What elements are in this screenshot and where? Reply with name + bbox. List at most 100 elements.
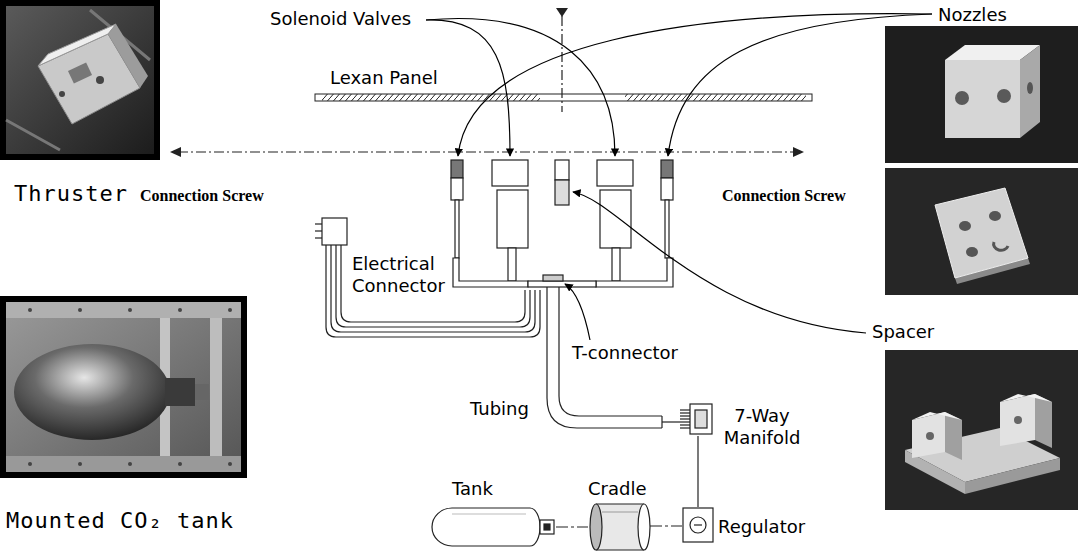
- co2-tank-photo: [78, 308, 82, 312]
- thruster-assembly: [451, 160, 673, 287]
- tank-symbol: [452, 513, 526, 514]
- thruster-photo: [6, 10, 150, 150]
- co2-tank-photo: [14, 344, 170, 440]
- spacer-bracket-render: [1014, 416, 1022, 424]
- cradle-symbol: [638, 504, 650, 550]
- regulator-symbol: [694, 524, 702, 525]
- spacer-bracket-render: [926, 432, 934, 440]
- lexan-panel: [315, 94, 812, 101]
- center-lines: [561, 16, 562, 112]
- electrical-connector: [315, 237, 322, 238]
- spacer-plate-render: [959, 221, 971, 231]
- part-label: Lexan Panel: [330, 67, 438, 89]
- screw-label: Connection Screw: [722, 186, 846, 205]
- node-label: Cradle: [588, 478, 647, 500]
- photo-caption: Thruster: [14, 181, 128, 207]
- co2-tank-photo: [6, 302, 241, 472]
- center-line-arrows: [170, 8, 804, 157]
- electrical-wires: [326, 245, 540, 337]
- manifold-symbol: [680, 421, 690, 422]
- thruster-assembly: [596, 258, 673, 287]
- nozzle-block-render: [955, 91, 969, 105]
- center-link: [556, 526, 588, 527]
- co2-tank-photo: [210, 318, 222, 456]
- spacer-plate-render: [885, 168, 1078, 295]
- spacer-bracket-render: [1035, 394, 1052, 448]
- electrical-connector: [315, 218, 347, 245]
- tubing: [547, 287, 680, 428]
- spacer-plate-render: [885, 168, 1078, 295]
- cradle-node: Cradle: [588, 478, 650, 552]
- thruster-assembly: [497, 190, 528, 248]
- co2-tank-photo: [165, 378, 195, 406]
- part-label: T-connector: [572, 342, 678, 364]
- nozzle-block-render: [1027, 82, 1033, 94]
- center-line-arrows: [793, 147, 804, 157]
- electrical-wires: [331, 245, 535, 332]
- thruster-assembly: [451, 160, 463, 178]
- regulator-symbol: [690, 517, 706, 533]
- cradle-symbol: [602, 511, 638, 512]
- spacer-plate-render: [935, 188, 1028, 278]
- part-label: Nozzles: [938, 4, 1007, 26]
- electrical-wires: [341, 245, 525, 322]
- co2-tank-photo: [6, 456, 241, 472]
- manifold-symbol: [678, 402, 714, 436]
- thruster-assembly: [508, 248, 516, 281]
- pipe-link: [697, 436, 698, 507]
- thruster-photo: [0, 0, 160, 160]
- lexan-panel: [625, 94, 806, 101]
- thruster-assembly: [455, 200, 459, 258]
- co2-tank-photo: [228, 462, 232, 466]
- manifold-symbol: [695, 410, 707, 428]
- part-label: Tubing: [470, 398, 529, 420]
- thruster-photo: [108, 24, 148, 88]
- co2-tank-photo: [28, 462, 32, 466]
- thruster-assembly: [555, 180, 569, 205]
- electrical-wires: [326, 245, 540, 337]
- tank-symbol: [544, 524, 550, 530]
- thruster-assembly: [543, 275, 563, 281]
- co2-tank-photo: [128, 462, 132, 466]
- leader-lines: [668, 14, 932, 156]
- spacer-bracket-render: [965, 458, 1060, 494]
- electrical-connector: [322, 218, 347, 245]
- center-line-arrows: [170, 147, 181, 157]
- thruster-photo: [6, 6, 154, 154]
- manifold-symbol: [680, 427, 690, 428]
- tank-symbol: [432, 508, 540, 546]
- leader-lines: [458, 14, 932, 156]
- co2-tank-photo: [78, 462, 82, 466]
- co2-tank-photo: [228, 308, 232, 312]
- leader-lines: [426, 14, 932, 340]
- nozzle-block-render: [1020, 45, 1040, 138]
- thruster-assembly: [665, 200, 669, 258]
- thruster-assembly: [451, 178, 463, 200]
- spacer-bracket-render: [912, 412, 945, 458]
- cradle-symbol: [596, 504, 644, 550]
- nozzle-block-render: [885, 26, 1078, 163]
- cradle-symbol: [590, 504, 602, 550]
- spacer-plate-render: [994, 242, 1008, 250]
- regulator-node: Regulator: [682, 507, 806, 543]
- screw-label: Connection Screw: [140, 186, 264, 205]
- co2-tank-photo: [128, 308, 132, 312]
- center-line-arrows: [556, 8, 568, 17]
- spacer-bracket-render: [1000, 394, 1052, 402]
- thruster-assembly: [612, 248, 620, 281]
- tank-node: Tank: [430, 478, 556, 548]
- thruster-photo: [59, 91, 65, 97]
- thruster-assembly: [661, 178, 673, 200]
- electrical-wires: [336, 245, 530, 327]
- tubing: [662, 421, 680, 422]
- center-lines: [178, 16, 796, 152]
- thruster-assembly: [600, 190, 631, 248]
- spacer-bracket-render: [912, 412, 962, 420]
- manifold-symbol: [690, 404, 712, 434]
- thruster-assembly: [661, 160, 673, 178]
- spacer-plate-render: [989, 211, 1001, 221]
- node-label: 7-Way Manifold: [716, 405, 808, 448]
- nozzle-block-render: [885, 26, 1078, 163]
